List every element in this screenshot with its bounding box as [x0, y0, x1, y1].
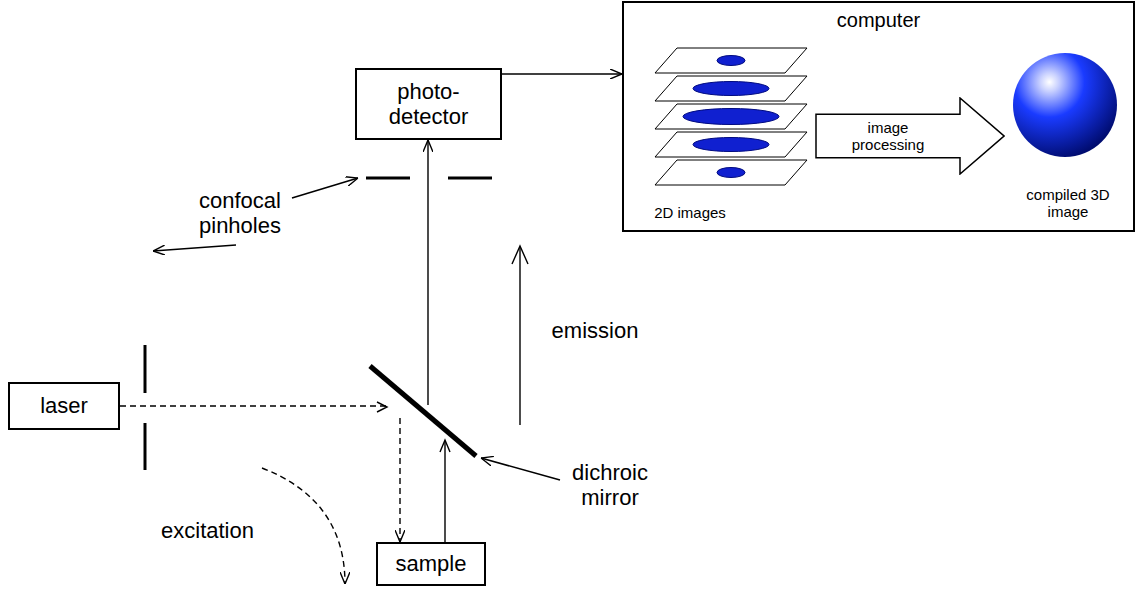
node-text: photo- detector	[365, 79, 492, 130]
pinhole-plate	[144, 423, 147, 470]
process-arrow: image processing	[815, 97, 1005, 175]
sphere-image	[1013, 53, 1117, 157]
label-text: dichroic mirror	[555, 460, 665, 511]
laser-box: laser	[8, 382, 120, 430]
label-text: 2D images	[645, 204, 735, 221]
pinhole-plate	[448, 177, 492, 180]
arrow-shape	[816, 98, 1004, 174]
emission-arrow	[519, 247, 520, 425]
image-slice	[655, 48, 807, 73]
node-text: computer	[624, 9, 1133, 32]
leader-line	[153, 245, 236, 251]
node-text: laser	[40, 393, 88, 418]
arrowhead	[377, 402, 387, 412]
pinhole-plate	[144, 345, 147, 393]
leader-line	[481, 458, 560, 480]
confocal-pinhole	[145, 178, 492, 470]
image-slice	[655, 76, 807, 101]
label-text: confocal pinholes	[180, 188, 300, 239]
slice-section	[693, 138, 769, 152]
image-slice	[655, 160, 807, 185]
slice-section	[717, 168, 745, 178]
slice-section	[693, 82, 769, 96]
image-slice	[655, 104, 807, 129]
excitation-arrow	[262, 468, 345, 584]
label-text: compiled 3D image	[1018, 186, 1118, 221]
arrowhead	[512, 246, 528, 264]
sample-box: sample	[376, 542, 486, 586]
slice-section	[717, 56, 745, 66]
node-text: sample	[396, 551, 467, 576]
pinhole-plate	[366, 177, 410, 180]
dichroic-mirror	[370, 366, 476, 456]
label-text: excitation	[150, 518, 265, 543]
connector	[502, 73, 622, 74]
label-text: emission	[540, 318, 650, 343]
node-text: image processing	[833, 119, 943, 154]
connectors	[120, 74, 622, 542]
detector-box: photo- detector	[355, 68, 502, 140]
leader-line	[292, 178, 358, 198]
connector	[428, 140, 445, 542]
image-slice	[655, 132, 807, 157]
image-stack	[655, 48, 807, 185]
slice-section	[683, 109, 779, 125]
